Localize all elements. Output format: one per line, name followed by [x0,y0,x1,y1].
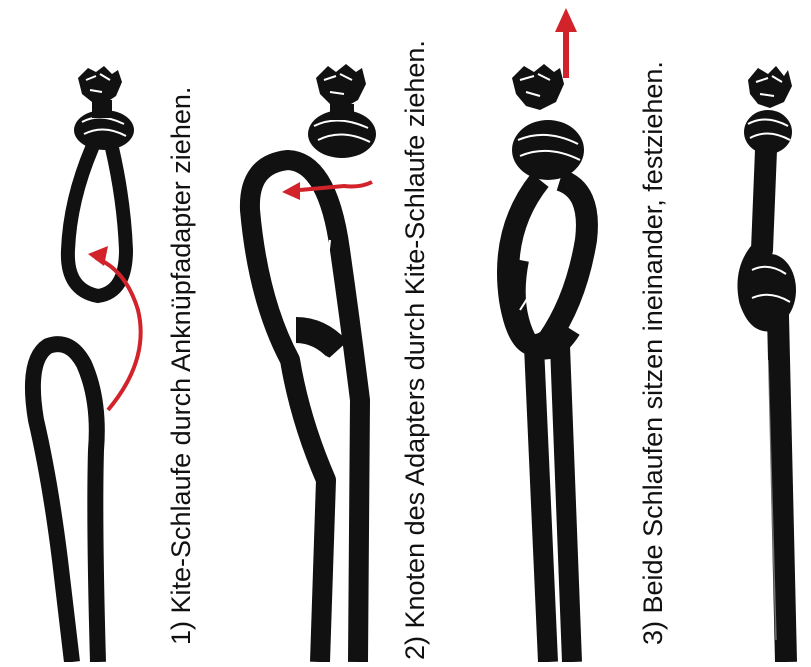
step-2-label: 2) Knoten des Adapters durch Kite-Schlau… [400,40,430,660]
lines-3 [534,346,572,662]
step-1-label: 1) Kite-Schlaufe durch Anknüpfadapter zi… [166,87,196,645]
step-1-illustration [33,66,141,662]
adapter-knot-4 [744,66,792,154]
step-labels: 1) Kite-Schlaufe durch Anknüpfadapter zi… [166,40,668,660]
kite-loop-1 [33,344,98,662]
adapter-knot-3 [512,64,584,180]
step-3-label: 3) Beide Schlaufen sitzen ineinander, fe… [638,61,668,645]
adapter-knot-2 [308,64,376,158]
step-3-illustration [508,8,587,662]
step-2-illustration [250,64,376,662]
adapter-knot-1 [74,66,134,150]
kite-loop-2 [250,160,360,662]
tightened-line-4 [749,150,787,662]
step-4-illustration [744,66,796,662]
